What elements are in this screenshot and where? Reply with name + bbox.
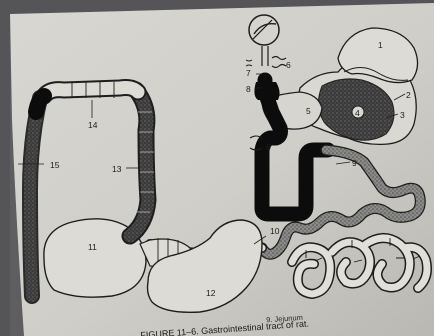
duodenum-bulge bbox=[254, 82, 279, 100]
label-8: 8 bbox=[246, 84, 251, 94]
label-10: 10 bbox=[270, 226, 280, 236]
label-6: 6 bbox=[286, 60, 291, 70]
label-13: 13 bbox=[112, 164, 122, 174]
label-15: 15 bbox=[50, 160, 60, 170]
label-5: 5 bbox=[306, 106, 311, 116]
label-3: 3 bbox=[400, 110, 405, 120]
descending-colon-dark bbox=[36, 96, 44, 112]
label-12: 12 bbox=[206, 288, 216, 298]
head-section bbox=[249, 15, 279, 45]
label-2: 2 bbox=[406, 90, 411, 100]
label-9: 9 bbox=[352, 158, 357, 168]
label-7: 7 bbox=[246, 68, 251, 78]
label-4: 4 bbox=[355, 108, 360, 118]
label-14: 14 bbox=[88, 120, 98, 130]
label-11: 11 bbox=[88, 242, 97, 252]
label-1: 1 bbox=[378, 40, 383, 50]
label-6-lower: 6 bbox=[266, 142, 271, 152]
